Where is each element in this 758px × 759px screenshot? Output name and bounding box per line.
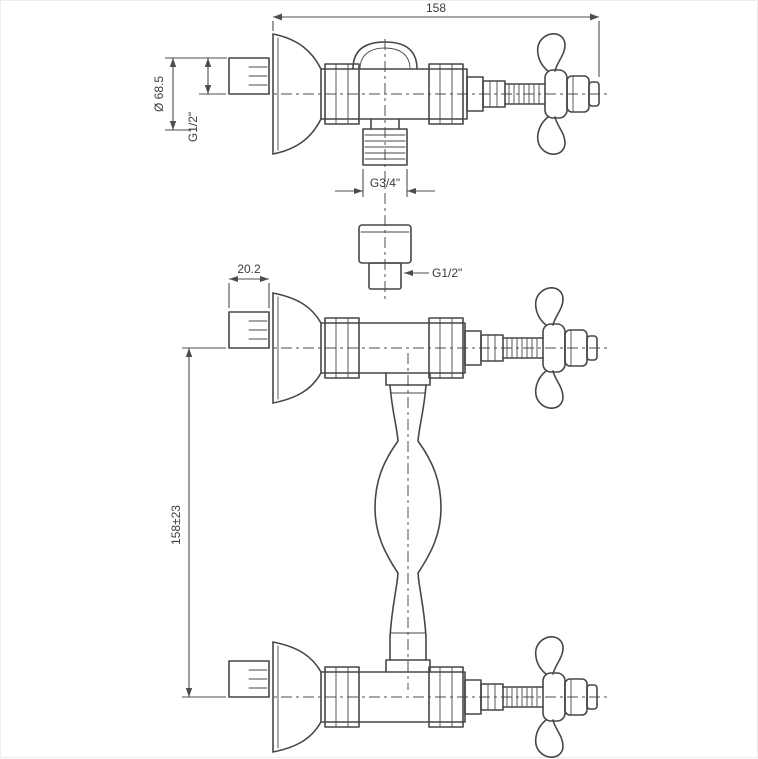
arrowhead	[260, 276, 269, 282]
wall-union-block	[228, 660, 270, 698]
thread-ticks	[506, 338, 538, 358]
handle-lobe-bottom	[536, 116, 566, 156]
wall-flange	[272, 641, 322, 753]
dim-union-depth-label: 20.2	[237, 262, 261, 276]
handle-lobe-top	[534, 286, 564, 326]
front-view: 20.2 158±23	[169, 262, 607, 759]
bottom-valve-assembly	[228, 635, 598, 759]
cross-handle	[534, 286, 598, 410]
arrowhead	[185, 348, 193, 357]
handle-lobe-bottom	[534, 719, 564, 759]
arrowhead	[229, 276, 238, 282]
dimension-thread-wall: G1/2"	[186, 58, 225, 142]
union-nut	[324, 666, 360, 728]
valve-spindle	[464, 330, 544, 366]
valve-body	[320, 317, 466, 379]
bonnet-nut	[428, 317, 464, 379]
pipe-collar-top	[385, 372, 431, 386]
wall-union-block	[228, 57, 270, 95]
union-nut	[324, 63, 360, 125]
dim-center-distance-label: 158±23	[169, 505, 183, 545]
connecting-pipe	[374, 372, 442, 673]
arrowhead	[185, 688, 193, 697]
arrowhead	[169, 58, 177, 67]
handle-lobe-top	[534, 635, 564, 675]
union-nut	[324, 317, 360, 379]
arrowhead	[407, 188, 416, 194]
arrowhead	[273, 13, 282, 21]
dim-outlet-label: G3/4"	[370, 176, 400, 190]
cross-handle	[534, 635, 598, 759]
valve-body	[320, 666, 466, 728]
arrowhead	[404, 270, 413, 276]
arrowhead	[204, 85, 212, 94]
wall-union-block	[228, 311, 270, 349]
arrowhead	[204, 58, 212, 67]
bonnet-nut	[428, 666, 464, 728]
thread-ticks	[508, 84, 540, 104]
handle-cap	[564, 678, 598, 716]
valve-spindle	[464, 679, 544, 715]
connector-fitting	[358, 224, 412, 290]
dimension-diameter: Ø 68.5	[152, 57, 227, 131]
cross-handle	[536, 32, 600, 156]
handle-cap	[564, 329, 598, 367]
arrowhead	[169, 121, 177, 130]
valve-body	[320, 63, 468, 125]
wall-flange	[272, 33, 322, 155]
fitting-thread-label: G1/2"	[432, 266, 462, 280]
dim-width-label: 158	[426, 1, 446, 15]
wall-flange	[272, 292, 322, 404]
dimension-outlet: G3/4"	[335, 169, 435, 197]
dimension-fitting-thread: G1/2"	[404, 266, 462, 280]
thread-ticks	[506, 687, 538, 707]
handle-cap	[566, 75, 600, 113]
pipe-collar-bottom	[385, 659, 431, 673]
dimension-union-depth: 20.2	[228, 262, 270, 308]
valve-dome	[352, 41, 418, 70]
handle-lobe-top	[536, 32, 566, 72]
arrowhead	[590, 13, 599, 21]
dim-diameter-label: Ø 68.5	[152, 76, 166, 112]
top-valve-assembly	[228, 286, 598, 410]
arrowhead	[354, 188, 363, 194]
dimension-width: 158	[272, 1, 600, 77]
top-view: 158 Ø 68.5 G1/2"	[152, 1, 607, 299]
dim-thread-wall-label: G1/2"	[186, 112, 200, 142]
dimension-center-distance: 158±23	[169, 347, 225, 698]
outlet-thread	[362, 118, 408, 166]
valve-spindle	[466, 76, 546, 112]
handle-lobe-bottom	[534, 370, 564, 410]
bonnet-nut	[428, 63, 464, 125]
